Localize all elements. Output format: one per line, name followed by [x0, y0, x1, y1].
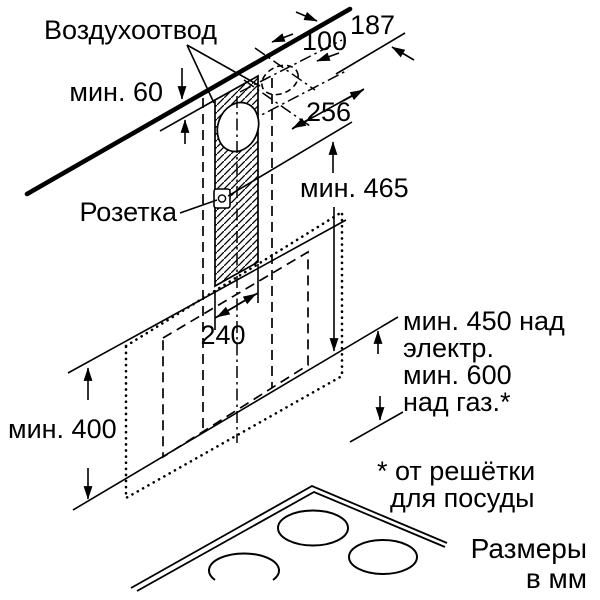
units-note-line2: в мм: [526, 563, 587, 594]
clearance-note-line2: электр.: [403, 333, 494, 363]
burner-ellipse: [277, 509, 349, 547]
dim-256-label: 256: [306, 97, 351, 127]
min465-label: мин. 465: [300, 173, 409, 203]
burner-ellipse: [348, 539, 418, 575]
shaft-guides: [202, 78, 273, 443]
ceiling-duct-projection: [239, 39, 349, 127]
wall-outlet-ellipse: [216, 101, 260, 153]
dimension-arrows: [83, 11, 415, 500]
units-note-line1: Размеры: [471, 533, 587, 564]
socket-label: Розетка: [79, 197, 178, 227]
hood-outline-dashed: [162, 250, 309, 459]
clearance-note-line3: мин. 600: [403, 360, 512, 390]
ceiling-line: [24, 6, 353, 197]
dim-187-label: 187: [350, 10, 395, 40]
dim-240: [214, 264, 259, 330]
footnote-line2: для посуды: [390, 483, 535, 513]
min60-label: мин. 60: [69, 77, 163, 107]
min400-label: мин. 400: [8, 414, 117, 444]
air-outlet-label: Воздухоотвод: [44, 15, 217, 45]
footnote-line1: * от решётки: [377, 456, 535, 486]
socket-icon: [213, 188, 231, 209]
burner-arc: [208, 552, 280, 581]
leader-lines: [179, 44, 261, 214]
dim-100-label: 100: [302, 26, 347, 56]
clearance-note-line4: над газ.*: [403, 387, 511, 417]
clearance-note-line1: мин. 450 над: [403, 306, 565, 336]
dim-240-label: 240: [200, 320, 245, 350]
ceiling-hole-ellipse: [261, 64, 299, 96]
stove-top: [130, 484, 448, 592]
